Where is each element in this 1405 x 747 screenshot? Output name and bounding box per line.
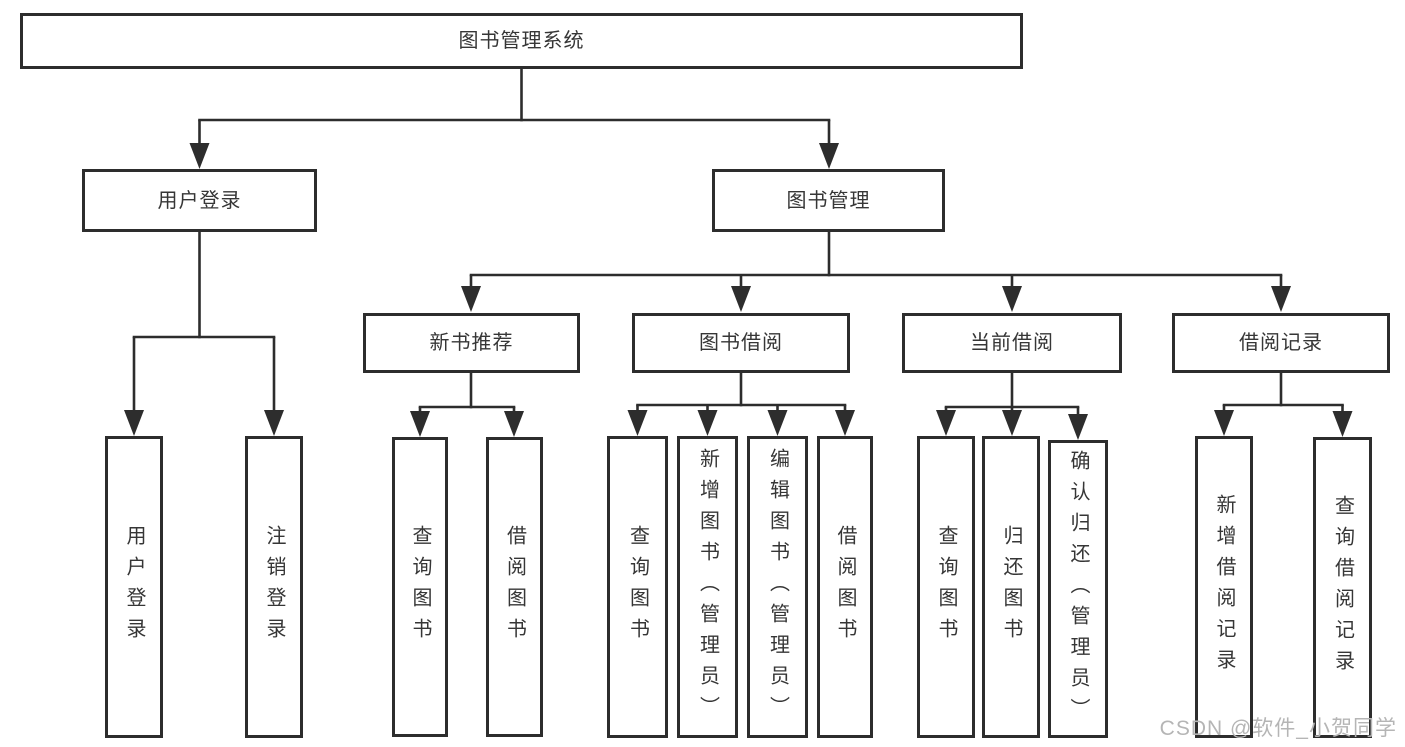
- node-label: 查询借阅记录: [1331, 494, 1354, 681]
- node-label: 查询图书: [935, 525, 957, 649]
- node-label: 当前借阅: [970, 332, 1054, 354]
- arrow-down-icon: [124, 410, 144, 436]
- node-book-management: 图书管理: [712, 169, 945, 232]
- node-label: 查询图书: [626, 525, 649, 649]
- arrow-down-icon: [410, 411, 430, 437]
- leaf-user-login: 用户登录: [105, 436, 163, 738]
- node-book-borrow: 图书借阅: [632, 313, 850, 373]
- node-label: 借阅图书: [503, 525, 526, 649]
- arrow-down-icon: [697, 410, 718, 436]
- arrow-down-icon: [627, 410, 648, 436]
- node-label: 新增借阅记录: [1213, 494, 1235, 680]
- node-borrow-records: 借阅记录: [1172, 313, 1390, 373]
- node-label: 图书管理系统: [458, 30, 585, 52]
- node-label: 查询图书: [409, 525, 431, 649]
- node-label: 借阅图书: [834, 525, 856, 649]
- arrow-down-icon: [189, 143, 210, 169]
- node-label: 编辑图书（管理员）: [766, 447, 789, 727]
- leaf-query-books-borrow: 查询图书: [607, 436, 668, 738]
- node-label: 新书推荐: [429, 332, 514, 354]
- node-library-management-system: 图书管理系统: [20, 13, 1023, 69]
- arrow-down-icon: [767, 410, 788, 436]
- node-user-login: 用户登录: [82, 169, 317, 232]
- node-new-book-recommend: 新书推荐: [363, 313, 580, 373]
- node-label: 图书借阅: [699, 332, 783, 354]
- arrow-down-icon: [731, 286, 751, 312]
- arrow-down-icon: [1271, 286, 1291, 312]
- leaf-add-books-admin: 新增图书（管理员）: [677, 436, 738, 738]
- leaf-logout: 注销登录: [245, 436, 303, 738]
- arrow-down-icon: [1002, 286, 1022, 312]
- arrow-down-icon: [264, 410, 284, 436]
- leaf-query-books-recommend: 查询图书: [392, 437, 448, 737]
- arrow-down-icon: [461, 286, 481, 312]
- node-label: 用户登录: [123, 525, 145, 649]
- node-label: 图书管理: [786, 189, 871, 212]
- leaf-return-books: 归还图书: [982, 436, 1040, 738]
- node-current-borrow: 当前借阅: [902, 313, 1122, 373]
- node-label: 注销登录: [263, 525, 285, 649]
- arrow-down-icon: [1068, 414, 1088, 440]
- leaf-borrow-books-recommend: 借阅图书: [486, 437, 543, 737]
- arrow-down-icon: [504, 411, 524, 437]
- watermark: CSDN @软件_小贺同学: [1159, 717, 1397, 740]
- arrow-down-icon: [819, 143, 839, 169]
- arrow-down-icon: [1214, 410, 1234, 436]
- leaf-query-borrow-record: 查询借阅记录: [1313, 437, 1372, 738]
- node-label: 归还图书: [1000, 525, 1022, 649]
- node-label: 借阅记录: [1239, 332, 1323, 354]
- node-label: 确认归还（管理员）: [1067, 449, 1089, 729]
- leaf-query-books-current: 查询图书: [917, 436, 975, 738]
- leaf-edit-books-admin: 编辑图书（管理员）: [747, 436, 808, 738]
- arrow-down-icon: [1002, 410, 1022, 436]
- leaf-borrow-books: 借阅图书: [817, 436, 873, 738]
- arrow-down-icon: [936, 410, 956, 436]
- leaf-add-borrow-record: 新增借阅记录: [1195, 436, 1253, 738]
- node-label: 新增图书（管理员）: [696, 447, 719, 727]
- node-label: 用户登录: [157, 189, 242, 212]
- arrow-down-icon: [835, 410, 855, 436]
- arrow-down-icon: [1332, 411, 1353, 437]
- leaf-confirm-return-admin: 确认归还（管理员）: [1048, 440, 1108, 738]
